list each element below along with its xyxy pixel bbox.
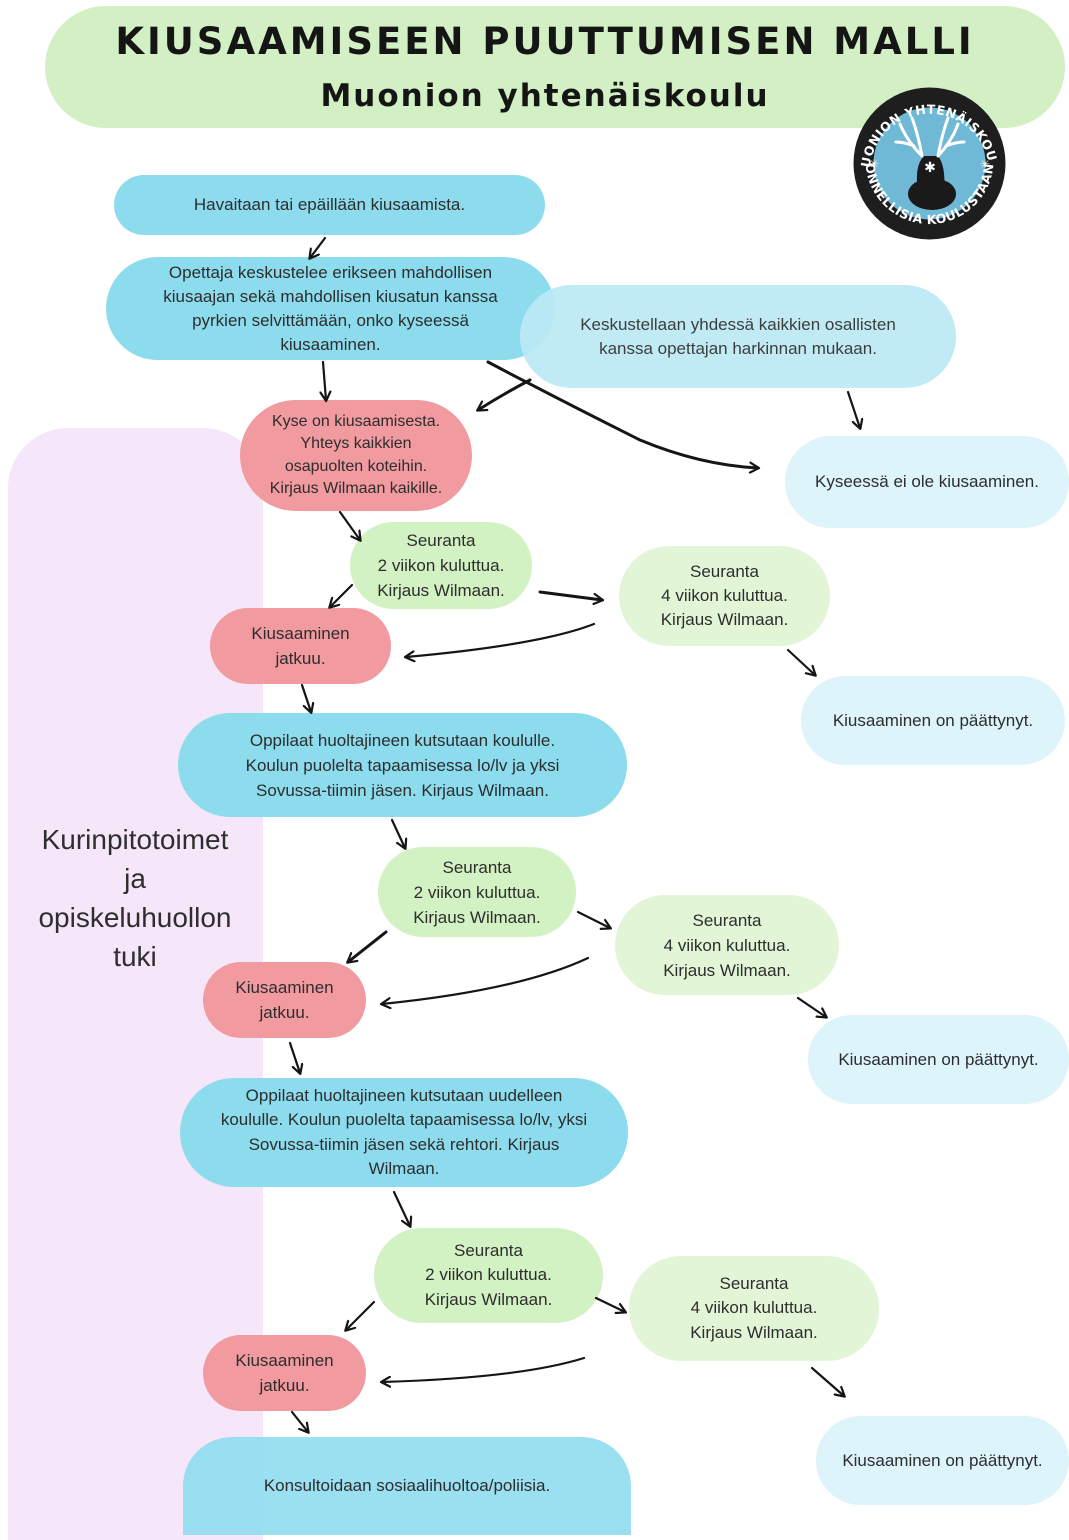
school-logo: MUONION YHTENÄISKOULU ONNELLISIA KOULUST… — [852, 86, 1006, 240]
side-label: Kurinpitotoimet ja opiskeluhuollon tuki — [38, 824, 232, 972]
arrow — [348, 930, 388, 962]
reindeer-icon: ✱ — [894, 116, 966, 210]
node-meeting-2: Oppilaat huoltajineen kutsutaan uudellee… — [180, 1078, 628, 1187]
arrow — [288, 1041, 300, 1073]
node-joint-discussion: Keskustellaan yhdessä kaikkien osalliste… — [520, 285, 956, 388]
arrow — [810, 1366, 844, 1396]
node-followup-2w-2: Seuranta 2 viikon kuluttua. Kirjaus Wilm… — [378, 847, 576, 937]
arrow — [576, 910, 610, 928]
node-continues-1: Kiusaaminen jatkuu. — [210, 608, 391, 684]
node-followup-4w-1: Seuranta 4 viikon kuluttua. Kirjaus Wilm… — [619, 546, 830, 646]
arrow — [390, 818, 405, 848]
arrow — [323, 360, 326, 400]
arrow — [346, 1300, 376, 1330]
arrow — [486, 360, 758, 468]
node-consult: Konsultoidaan sosiaalihuoltoa/poliisia. — [183, 1437, 631, 1535]
svg-text:✱: ✱ — [924, 160, 936, 176]
arrow — [846, 390, 860, 428]
node-followup-2w-3: Seuranta 2 viikon kuluttua. Kirjaus Wilm… — [374, 1228, 603, 1323]
arrow — [538, 590, 602, 600]
arrow — [786, 648, 815, 675]
node-continues-2: Kiusaaminen jatkuu. — [203, 962, 366, 1038]
node-not-bullying: Kyseessä ei ole kiusaaminen. — [785, 436, 1069, 528]
arrow — [338, 510, 360, 540]
node-is-bullying: Kyse on kiusaamisesta. Yhteys kaikkien o… — [240, 400, 472, 511]
node-followup-2w-1: Seuranta 2 viikon kuluttua. Kirjaus Wilm… — [350, 522, 532, 609]
arrow — [382, 1356, 586, 1382]
arrow — [392, 1190, 410, 1226]
node-ended-3: Kiusaaminen on päättynyt. — [816, 1416, 1069, 1505]
page-subtitle: Muonion yhtenäiskoulu — [320, 78, 770, 114]
page-title: KIUSAAMISEEN PUUTTUMISEN MALLI — [115, 20, 975, 63]
snowflake-icon: ✳ — [869, 157, 879, 171]
arrow — [594, 1296, 625, 1312]
arrow — [300, 683, 311, 712]
node-followup-4w-2: Seuranta 4 viikon kuluttua. Kirjaus Wilm… — [615, 895, 839, 995]
node-meeting-1: Oppilaat huoltajineen kutsutaan koululle… — [178, 713, 627, 817]
node-detect: Havaitaan tai epäillään kiusaamista. — [114, 175, 545, 235]
arrow — [796, 996, 826, 1017]
arrow — [478, 378, 532, 410]
arrow — [330, 583, 354, 607]
arrow — [406, 622, 596, 657]
node-ended-2: Kiusaaminen on päättynyt. — [808, 1015, 1069, 1104]
arrow — [290, 1410, 308, 1432]
node-continues-3: Kiusaaminen jatkuu. — [203, 1335, 366, 1411]
arrow — [382, 956, 590, 1004]
node-ended-1: Kiusaaminen on päättynyt. — [801, 676, 1065, 765]
snowflake-icon: ✳ — [980, 157, 990, 171]
arrow — [310, 236, 327, 258]
node-teacher-discussion: Opettaja keskustelee erikseen mahdollise… — [106, 257, 555, 360]
node-followup-4w-3: Seuranta 4 viikon kuluttua. Kirjaus Wilm… — [629, 1256, 879, 1361]
